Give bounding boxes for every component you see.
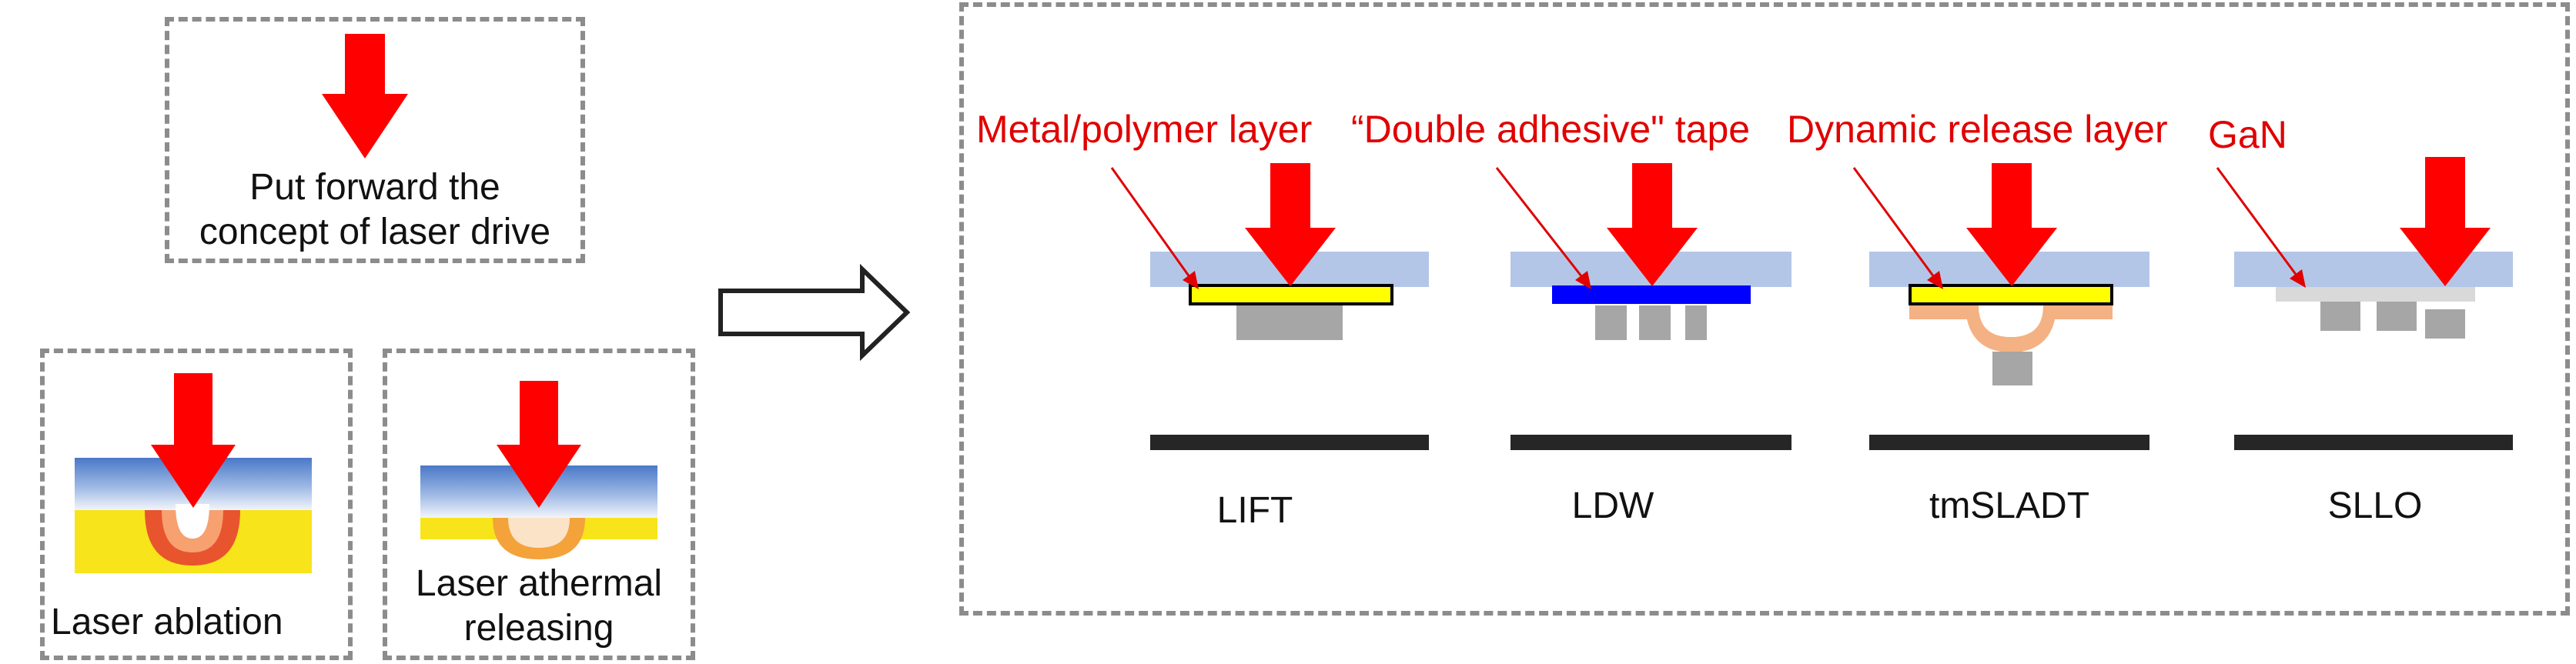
ldw-annotation: “Double adhesive" tape — [1351, 108, 1751, 151]
concept-label-line1: Put forward the — [249, 167, 500, 208]
laser-arrow-athermal — [497, 381, 581, 508]
lift-name: LIFT — [1216, 490, 1293, 531]
concept-label: Put forward the concept of laser drive — [165, 165, 585, 255]
sllo-chip-3 — [2425, 309, 2465, 339]
sllo-chip-1 — [2320, 302, 2360, 331]
tmsladt-chip — [1992, 352, 2032, 385]
sllo-name: SLLO — [2327, 485, 2423, 526]
laser-athermal-label-line2: releasing — [463, 608, 614, 649]
laser-athermal-illustration — [420, 381, 657, 559]
lift-chip — [1236, 305, 1343, 340]
concept-label-line2: concept of laser drive — [199, 212, 551, 252]
ablation-heat-core — [176, 504, 209, 539]
lift-illustration — [1110, 163, 1429, 450]
tmsladt-annotation-arrowhead — [1927, 271, 1943, 289]
lift-receiver — [1150, 435, 1429, 450]
sllo-gan-layer — [2276, 287, 2475, 302]
sllo-chip-2 — [2377, 302, 2417, 331]
laser-arrow-lift — [1245, 163, 1336, 286]
tmsladt-dynamic-release-layer — [1909, 284, 2113, 305]
ldw-receiver — [1510, 435, 1791, 450]
ldw-chip-3 — [1685, 305, 1707, 340]
laser-arrow-ldw — [1607, 163, 1698, 286]
laser-athermal-box — [383, 349, 695, 660]
ldw-adhesive-tape — [1552, 285, 1751, 304]
laser-athermal-label-line1: Laser athermal — [415, 563, 663, 604]
lift-metal-polymer-layer — [1189, 284, 1393, 305]
tmsladt-name: tmSLADT — [1929, 485, 2090, 526]
ldw-chip-1 — [1595, 305, 1627, 340]
sllo-annotation-pointer — [2216, 167, 2300, 279]
tmsladt-annotation-pointer — [1852, 167, 1938, 281]
ldw-illustration — [1495, 163, 1791, 450]
sllo-annotation-arrowhead — [2290, 269, 2306, 288]
lift-annotation-arrowhead — [1183, 271, 1199, 289]
laser-athermal-label: Laser athermal releasing — [383, 562, 695, 651]
sllo-illustration — [2216, 157, 2513, 450]
lift-annotation-pointer — [1110, 167, 1193, 281]
sllo-receiver — [2234, 435, 2513, 450]
laser-ablation-illustration — [75, 373, 312, 573]
laser-arrow-ablation — [151, 373, 236, 508]
laser-ablation-label: Laser ablation — [51, 602, 283, 642]
tmsladt-blister-void — [1979, 305, 2043, 337]
lift-annotation: Metal/polymer layer — [976, 108, 1313, 151]
techniques-box — [959, 2, 2570, 616]
tmsladt-blister — [1965, 303, 2056, 353]
ldw-annotation-arrowhead — [1575, 271, 1591, 289]
ldw-name: LDW — [1571, 485, 1654, 526]
laser-arrow-concept — [322, 34, 408, 158]
laser-arrow-tmsladt — [1966, 163, 2057, 286]
laser-ablation-box — [40, 349, 353, 660]
athermal-blister-inner — [508, 518, 570, 548]
concept-box — [165, 17, 585, 263]
ldw-chip-2 — [1639, 305, 1671, 340]
transition-arrow — [718, 263, 911, 362]
tmsladt-annotation: Dynamic release layer — [1787, 108, 2168, 151]
sllo-annotation: GaN — [2208, 113, 2287, 156]
ldw-annotation-pointer — [1495, 167, 1586, 281]
tmsladt-receiver — [1869, 435, 2149, 450]
tmsladt-illustration — [1852, 163, 2149, 450]
laser-arrow-sllo — [2400, 157, 2491, 286]
sllo-substrate — [2234, 252, 2513, 287]
